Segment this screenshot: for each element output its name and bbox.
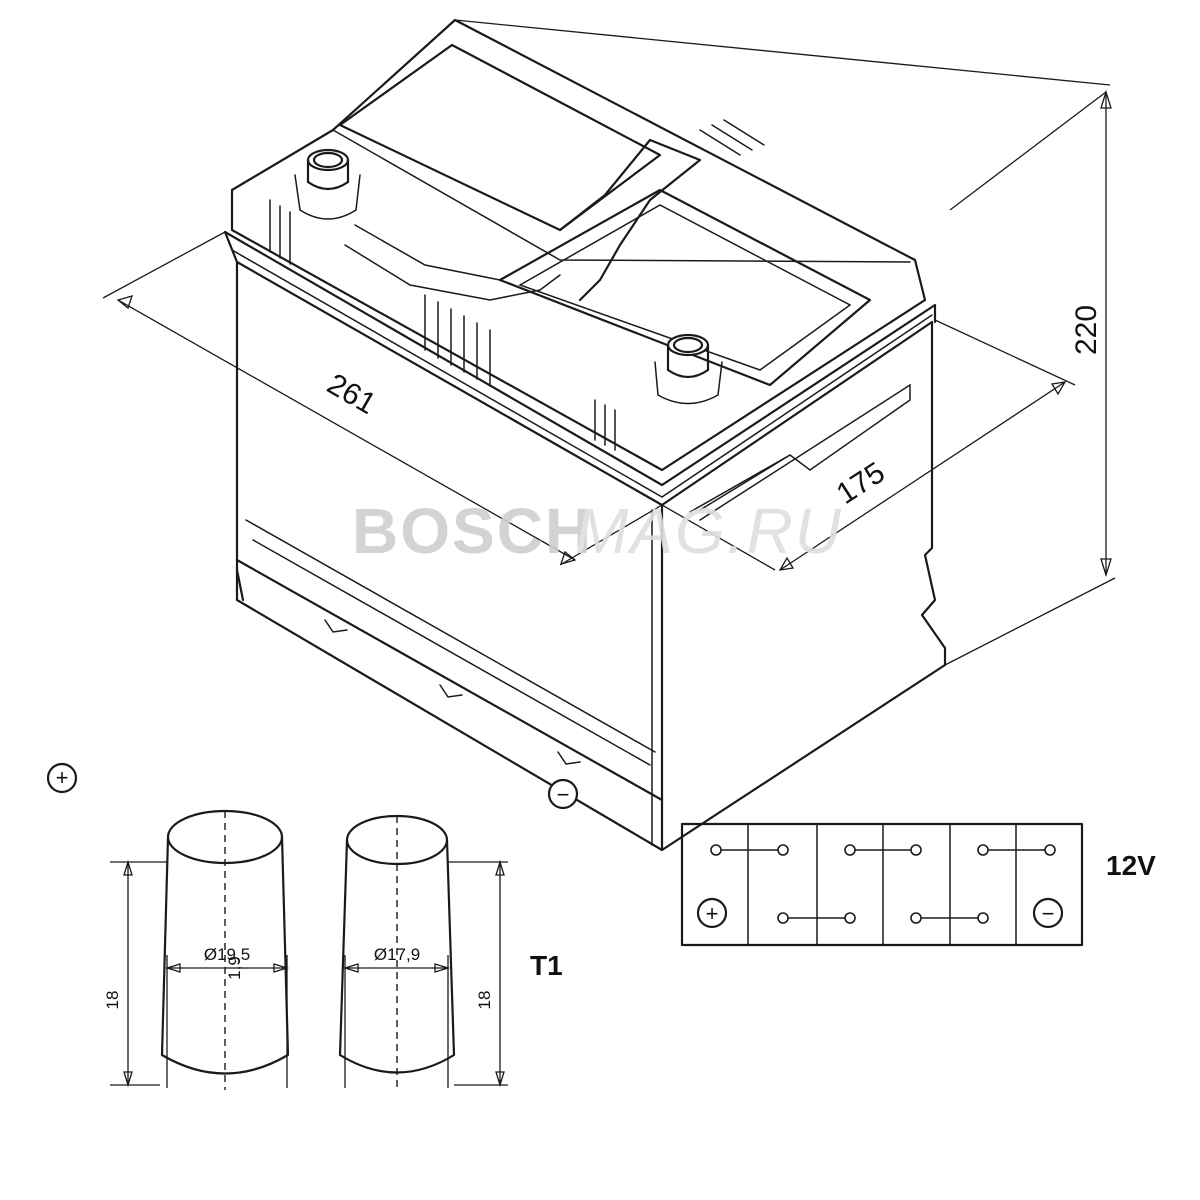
dimension-height-label: 220	[1070, 305, 1103, 355]
positive-diameter-label: Ø19,5	[204, 945, 250, 964]
negative-symbol-label: −	[557, 782, 570, 807]
watermark: BOSCH MAG.RU	[352, 495, 843, 567]
negative-height-label: 18	[475, 991, 494, 1010]
cell-negative-icon: −	[1032, 897, 1064, 929]
positive-taper-label: 1,9	[225, 956, 244, 980]
positive-symbol-label: +	[56, 765, 69, 790]
negative-symbol-icon: −	[547, 778, 579, 810]
voltage-label: 12V	[1106, 850, 1156, 881]
positive-terminal-drawing: Ø19,5 1,9 18	[103, 809, 290, 1090]
negative-terminal-drawing: Ø17,9 18	[338, 814, 508, 1090]
battery-body	[223, 18, 947, 852]
cell-positive-label: +	[706, 901, 719, 926]
positive-symbol-icon: +	[46, 762, 78, 794]
dimension-length-label: 261	[322, 367, 382, 421]
terminal-type-code: T1	[530, 950, 563, 981]
cell-negative-label: −	[1042, 901, 1055, 926]
cell-positive-icon: +	[696, 897, 728, 929]
watermark-site: MAG.RU	[575, 495, 843, 567]
battery-terminal-posts	[294, 148, 723, 405]
dimension-height: 220	[454, 19, 1116, 666]
watermark-brand: BOSCH	[352, 495, 593, 567]
positive-height-label: 18	[103, 991, 122, 1010]
cell-layout-diagram: + −	[680, 822, 1084, 947]
